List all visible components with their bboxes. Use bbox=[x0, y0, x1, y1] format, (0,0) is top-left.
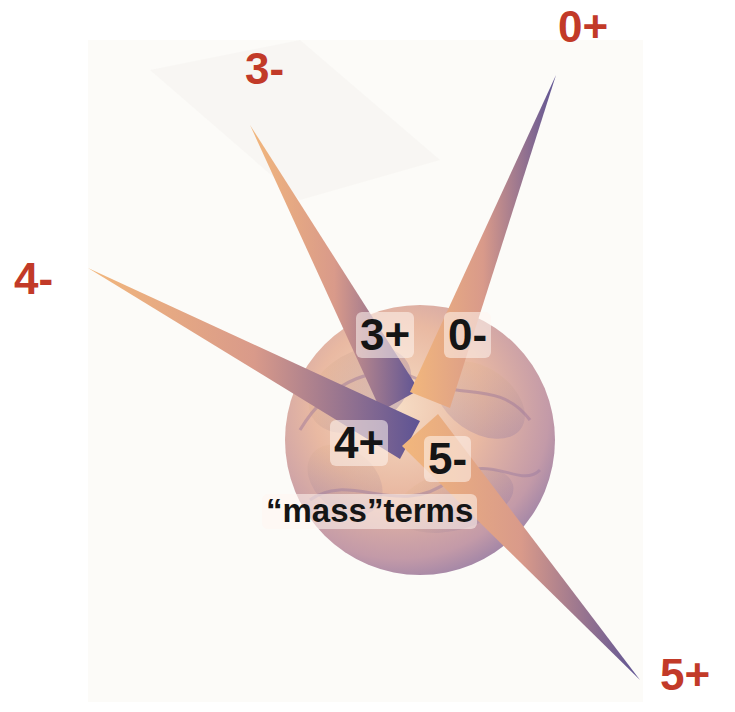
background-panel bbox=[88, 40, 643, 702]
note-label: “mass”terms bbox=[262, 494, 477, 529]
helicity-label: 4- bbox=[14, 256, 53, 302]
helicity-label: 4+ bbox=[330, 420, 388, 466]
spike bbox=[410, 75, 556, 408]
helicity-label: 5+ bbox=[660, 652, 710, 698]
spikes bbox=[88, 75, 640, 680]
helicity-label: 3+ bbox=[356, 312, 414, 358]
helicity-label: 3- bbox=[245, 46, 284, 92]
background-shade bbox=[150, 40, 440, 200]
helicity-label: 0- bbox=[444, 312, 491, 358]
helicity-label: 5- bbox=[424, 436, 471, 482]
helicity-label: 0+ bbox=[558, 4, 608, 50]
spike bbox=[402, 414, 640, 680]
